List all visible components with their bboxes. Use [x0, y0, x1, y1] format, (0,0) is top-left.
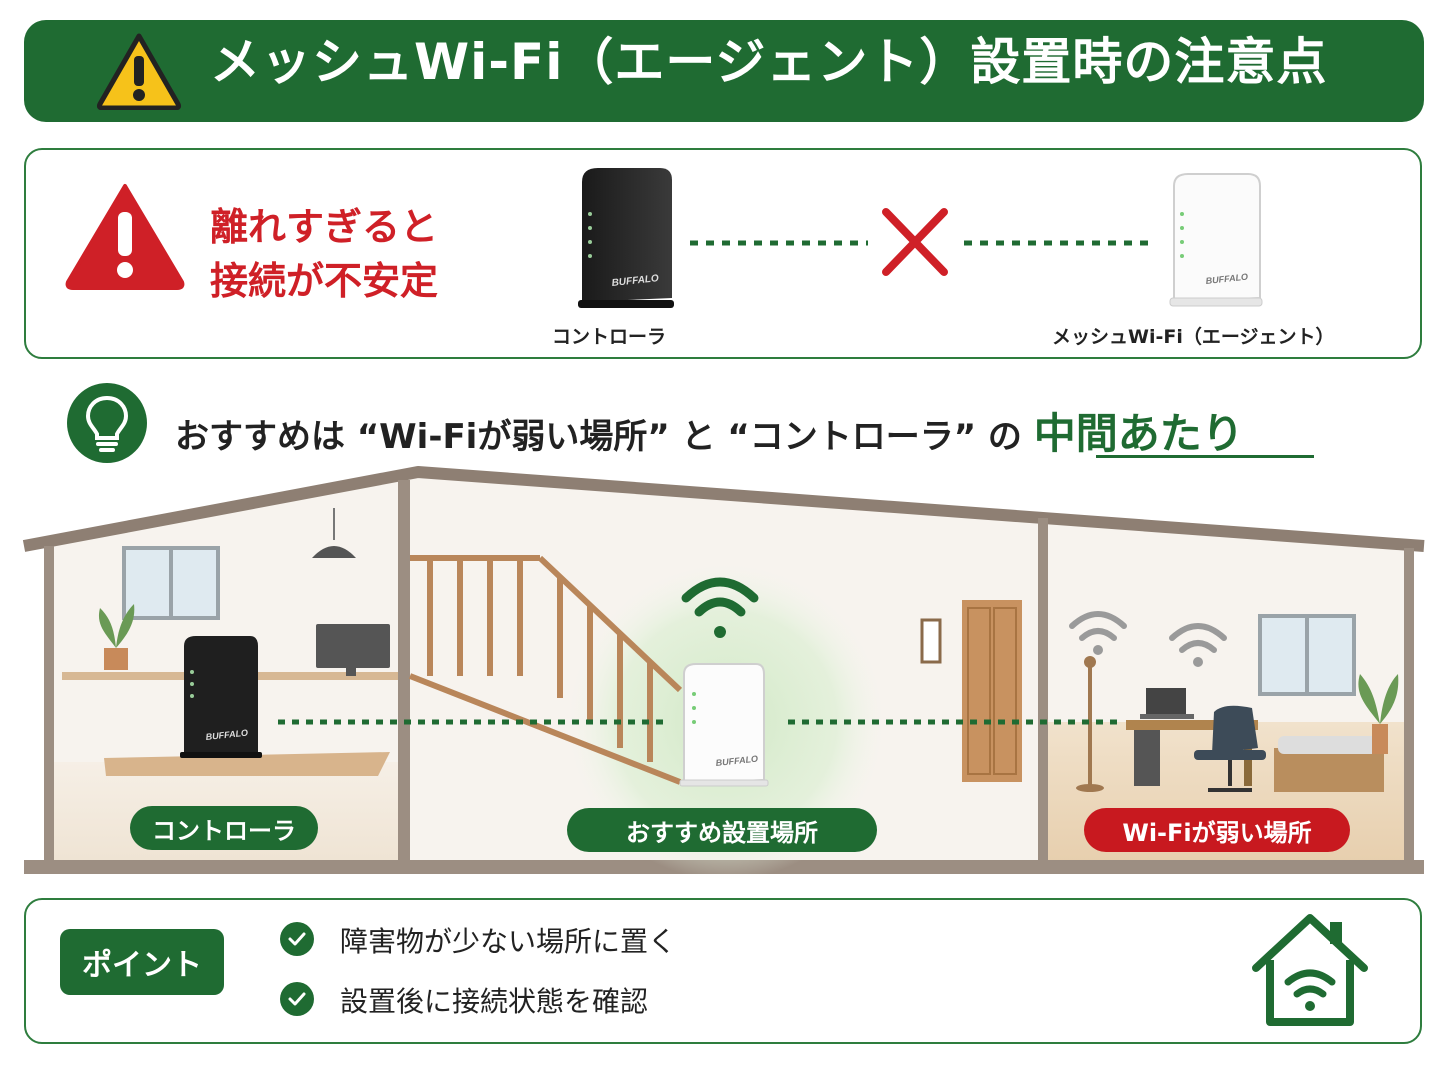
tips-panel — [24, 898, 1422, 1044]
home-wifi-icon — [1252, 914, 1368, 1026]
door — [962, 600, 1022, 782]
recommendation-prefix: おすすめは “Wi-Fiが弱い場所” と “コントローラ” の — [175, 417, 1022, 457]
recommendation-highlight: 中間あたり — [1033, 409, 1244, 458]
warning-icon — [65, 184, 185, 290]
wifi-signal-weak-icon — [1069, 611, 1227, 667]
bed — [1274, 736, 1384, 792]
agent-router-image: BUFFALO — [1169, 173, 1263, 307]
plant — [1358, 674, 1399, 754]
controller-location-label: コントローラ — [130, 806, 318, 850]
desk — [1126, 688, 1258, 786]
title-banner — [24, 20, 1424, 122]
plant — [98, 604, 135, 670]
lightbulb-icon — [67, 383, 147, 463]
agent-router-in-house: BUFFALO — [679, 663, 769, 787]
staircase — [408, 555, 683, 785]
cross-icon — [882, 208, 948, 276]
highlight-underline — [1096, 455, 1314, 458]
point-badge: ポイント — [60, 929, 224, 995]
controller-label: コントローラ — [552, 326, 667, 348]
broken-connection-line — [690, 208, 1148, 276]
warning-icon — [96, 33, 182, 110]
pendant-lamp — [312, 508, 356, 558]
agent-label: メッシュWi-Fi（エージェント） — [1052, 326, 1335, 348]
brand-logo: BUFFALO — [715, 754, 758, 768]
recommended-location-label: おすすめ設置場所 — [567, 808, 877, 852]
brand-logo: BUFFALO — [1205, 272, 1248, 286]
page-title: メッシュWi-Fi（エージェント）設置時の注意点 — [210, 33, 1328, 91]
checkmark-icon — [280, 982, 314, 1016]
window — [1258, 614, 1356, 696]
monitor — [316, 624, 390, 676]
controller-router-image: BUFFALO — [578, 168, 674, 308]
controller-router-in-house: BUFFALO — [180, 636, 262, 758]
wifi-signal-strong-icon — [681, 577, 759, 638]
brand-logo: BUFFALO — [611, 273, 659, 289]
weak-wifi-location-label: Wi-Fiが弱い場所 — [1084, 808, 1350, 852]
checkmark-icon — [280, 922, 314, 956]
window — [122, 546, 220, 620]
warning-line-2: 接続が不安定 — [210, 259, 439, 303]
floor-lamp — [1076, 656, 1104, 792]
warning-message: 離れすぎると 接続が不安定 — [210, 200, 438, 308]
warning-line-1: 離れすぎると — [210, 205, 439, 249]
chair — [1194, 705, 1266, 792]
point-item: 設置後に接続状態を確認 — [340, 985, 649, 1018]
brand-logo: BUFFALO — [205, 728, 248, 742]
recommendation-text: おすすめは “Wi-Fiが弱い場所” と “コントローラ” の 中間あたり — [175, 400, 1244, 461]
point-item: 障害物が少ない場所に置く — [340, 925, 677, 958]
